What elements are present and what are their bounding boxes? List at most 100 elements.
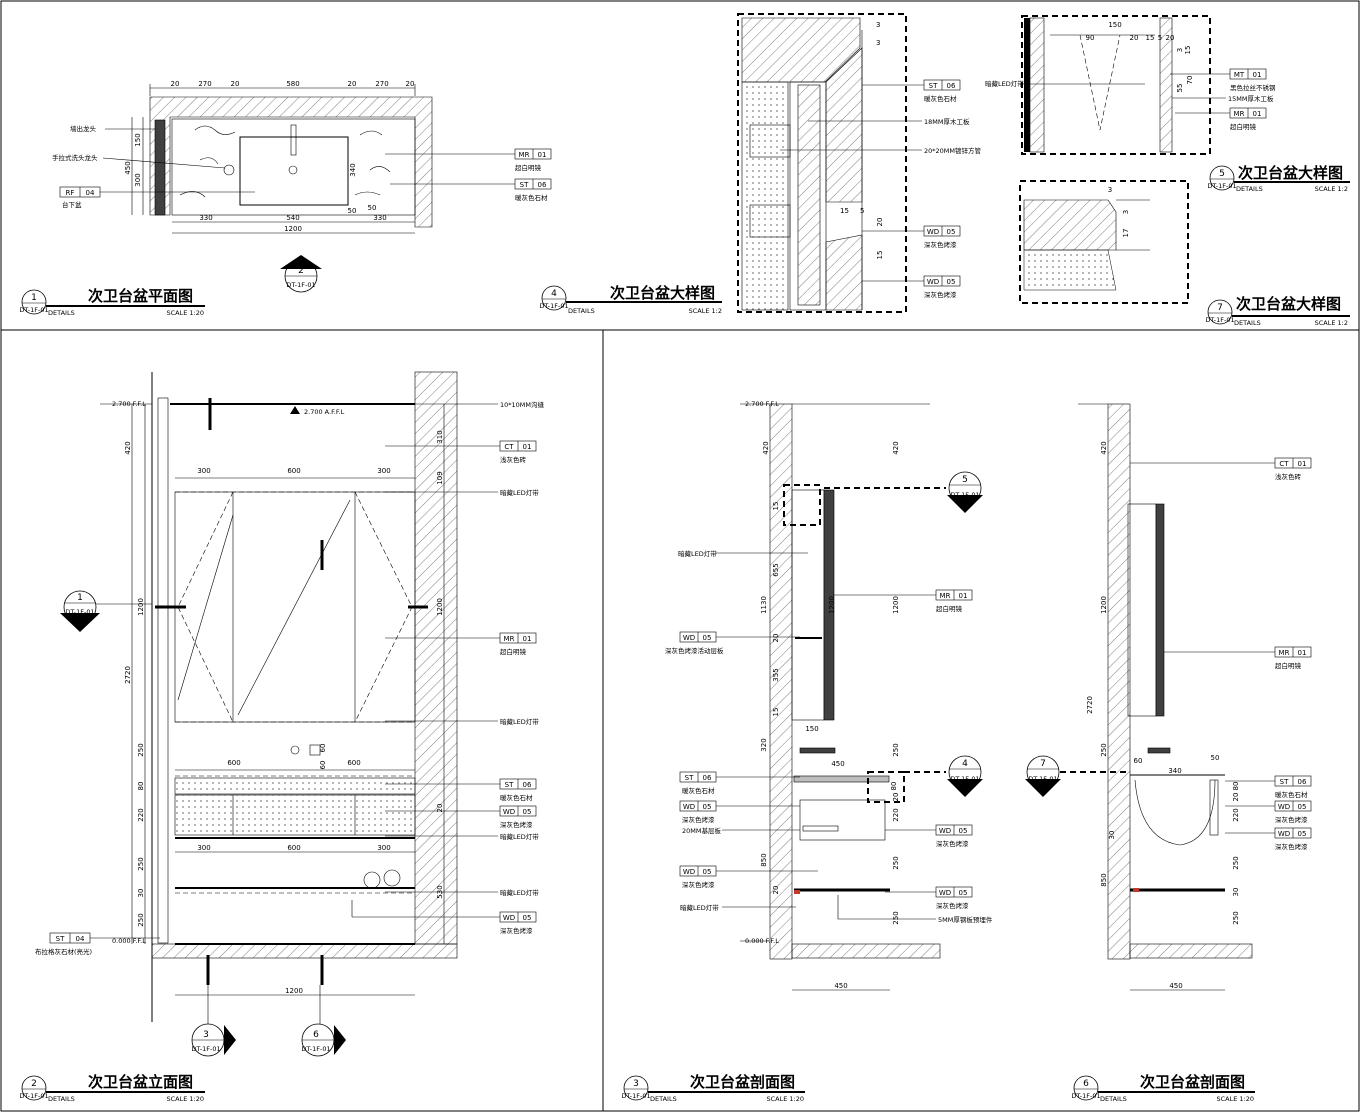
svg-text:1200: 1200 [828, 596, 836, 614]
section3-tag-mr: MR 01 超白明镜 [834, 589, 973, 613]
title-block-3: 3 DT-1F-01 次卫台盆剖面图 DETAILS SCALE 1:20 [621, 1073, 805, 1103]
svg-text:ST: ST [505, 781, 514, 789]
detail5-frame [1021, 15, 1211, 155]
svg-text:WD: WD [683, 634, 695, 642]
plan-dims-bottom: 330 540 330 1200 [199, 214, 386, 233]
svg-text:深灰色烤漆: 深灰色烤漆 [936, 901, 969, 910]
svg-text:WD: WD [503, 914, 515, 922]
svg-text:4: 4 [962, 759, 968, 769]
title-block-1: 1 DT-1F-01 次卫台盆平面图 DETAILS SCALE 1:20 [19, 287, 205, 317]
svg-text:250: 250 [892, 911, 900, 924]
svg-text:450: 450 [831, 760, 844, 768]
section6-marker-7: 7 DT-1F-01 [1025, 755, 1130, 797]
svg-text:暖灰色石材: 暖灰色石材 [515, 193, 548, 202]
svg-text:WD: WD [683, 868, 695, 876]
section-marker-2: 2 DT-1F-01 [280, 255, 322, 293]
svg-text:深灰色烤漆: 深灰色烤漆 [936, 839, 969, 848]
detail5-tag-mr: MR 01 超白明镜 [1175, 107, 1267, 131]
svg-text:50: 50 [1211, 754, 1220, 762]
svg-text:450: 450 [1169, 982, 1182, 990]
svg-text:深灰色烤漆: 深灰色烤漆 [1275, 842, 1308, 851]
plan-dims-left: 150 450 300 340 50 50 [124, 117, 376, 215]
svg-text:WD: WD [1278, 803, 1290, 811]
svg-text:2: 2 [31, 1079, 37, 1089]
detail-5: 150 90 20 15 5 20 3 15 70 55 暗藏LED灯带 MT … [985, 15, 1276, 155]
section6-dims: 420 1200 2720 250 850 50 340 80 20 220 2… [1086, 441, 1240, 991]
svg-text:340: 340 [349, 163, 357, 176]
detail5-note-board: 15MM厚木工板 [1228, 94, 1274, 103]
svg-text:4: 4 [551, 289, 557, 299]
svg-text:3: 3 [633, 1079, 639, 1089]
svg-text:60: 60 [319, 761, 327, 770]
svg-text:布拉格灰石材(亮光): 布拉格灰石材(亮光) [35, 947, 92, 956]
svg-text:CT: CT [1279, 460, 1289, 468]
svg-text:450: 450 [834, 982, 847, 990]
title-2: 次卫台盆立面图 [88, 1073, 193, 1091]
svg-text:ST: ST [685, 774, 694, 782]
svg-text:20MM基层板: 20MM基层板 [682, 826, 721, 835]
svg-text:05: 05 [703, 634, 712, 642]
svg-text:ST: ST [1280, 778, 1289, 786]
plan-spout [290, 124, 297, 156]
svg-text:DT-1F-01: DT-1F-01 [539, 302, 568, 310]
svg-text:220: 220 [1232, 808, 1240, 821]
section3-tag-wd-1: WD 05 深灰色烤漆 [679, 800, 800, 824]
svg-text:台下盆: 台下盆 [62, 200, 82, 209]
svg-text:340: 340 [1168, 767, 1181, 775]
svg-text:DT-1F-01: DT-1F-01 [19, 1092, 48, 1100]
svg-text:3: 3 [1122, 210, 1130, 214]
section3-tag-wd-2: WD 05 深灰色烤漆 [679, 865, 818, 889]
section3-marker-5: 5 DT-1F-01 [824, 471, 983, 513]
svg-text:300: 300 [197, 844, 210, 852]
svg-text:MR: MR [1234, 110, 1245, 118]
svg-text:01: 01 [538, 151, 547, 159]
svg-text:暖灰色石材: 暖灰色石材 [682, 786, 715, 795]
svg-text:17: 17 [1122, 229, 1130, 238]
detail4-frame [737, 13, 907, 313]
svg-text:DT-1F-01: DT-1F-01 [621, 1092, 650, 1100]
svg-text:250: 250 [137, 857, 145, 870]
section-3-view: 2.700 F.F.L 0.000 F.F.L 420 15 655 1130 … [665, 400, 993, 991]
svg-text:DT-1F-01: DT-1F-01 [950, 491, 979, 499]
svg-text:05: 05 [1298, 830, 1307, 838]
svg-text:DT-1F-01: DT-1F-01 [301, 1045, 330, 1053]
elevation-marker-3: 3 DT-1F-01 [191, 985, 236, 1057]
detail5-tag-mt: MT 01 黑色拉丝不锈钢 [1170, 68, 1276, 92]
svg-text:600: 600 [287, 467, 300, 475]
svg-text:暗藏LED灯带: 暗藏LED灯带 [500, 888, 539, 897]
svg-text:06: 06 [1298, 778, 1307, 786]
svg-text:30: 30 [1232, 888, 1240, 897]
svg-text:540: 540 [286, 214, 299, 222]
detail4-tag-wd-2: WD 05 深灰色烤漆 [862, 275, 961, 299]
svg-text:暗藏LED灯带: 暗藏LED灯带 [678, 549, 717, 558]
svg-text:05: 05 [959, 827, 968, 835]
svg-text:330: 330 [199, 214, 212, 222]
svg-text:DT-1F-01: DT-1F-01 [286, 281, 315, 289]
svg-text:SCALE 1:20: SCALE 1:20 [1216, 1095, 1254, 1103]
svg-text:WD: WD [939, 889, 951, 897]
svg-text:5: 5 [1219, 169, 1225, 179]
section3-tag-wd-3: WD 05 深灰色烤漆 [885, 824, 973, 848]
svg-text:01: 01 [523, 635, 532, 643]
svg-text:DT-1F-01: DT-1F-01 [1207, 182, 1236, 190]
svg-text:WD: WD [927, 228, 939, 236]
svg-text:DETAILS: DETAILS [48, 1095, 75, 1103]
svg-text:暖灰色石材: 暖灰色石材 [500, 793, 533, 802]
svg-text:1: 1 [31, 293, 37, 303]
svg-text:5: 5 [962, 475, 968, 485]
svg-text:20: 20 [406, 80, 415, 88]
svg-text:暗藏LED灯带: 暗藏LED灯带 [500, 717, 539, 726]
svg-text:2720: 2720 [124, 666, 132, 684]
svg-text:MR: MR [504, 635, 515, 643]
svg-text:6: 6 [1083, 1079, 1089, 1089]
svg-text:DETAILS: DETAILS [48, 309, 75, 317]
svg-text:深灰色烤漆: 深灰色烤漆 [500, 926, 533, 935]
svg-text:300: 300 [197, 467, 210, 475]
svg-text:05: 05 [947, 228, 956, 236]
svg-text:WD: WD [927, 278, 939, 286]
svg-text:150: 150 [134, 133, 142, 146]
svg-text:1200: 1200 [892, 596, 900, 614]
svg-text:1200: 1200 [284, 225, 302, 233]
svg-text:06: 06 [703, 774, 712, 782]
svg-text:DT-1F-01: DT-1F-01 [1205, 316, 1234, 324]
